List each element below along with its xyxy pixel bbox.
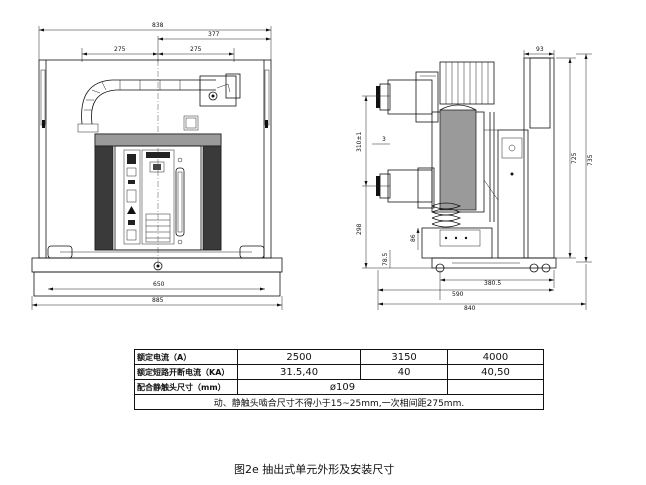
table-cell: ø109 [237,379,448,395]
dim-840: 840 [464,305,476,312]
dim-650: 650 [153,281,165,288]
table-cell: 40,50 [447,364,544,380]
dim-885: 885 [152,297,164,304]
table-cell: 31.5,40 [236,364,362,380]
table-cell: 2500 [236,349,362,365]
table-cell: 40 [360,364,448,380]
row-header-breaking-current: 额定短路开断电流（KA） [134,364,238,380]
dim-78-5: 78.5 [382,252,389,266]
dim-377: 377 [208,31,220,38]
table-row: 额定电流（A） 2500 3150 4000 [134,349,544,365]
table-cell: 3150 [360,349,448,365]
dim-310: 310±1 [356,132,363,152]
table-cell: 4000 [447,349,544,365]
side-view: 93 725 735 310±1 3 298 86 78.5 [356,46,594,312]
table-row: 额定短路开断电流（KA） 31.5,40 40 40,50 [134,364,544,380]
dim-590: 590 [452,291,464,298]
front-view: 838 377 275 275 [31,22,283,310]
dim-86: 86 [410,234,417,242]
dim-298: 298 [356,223,363,235]
dim-725: 725 [571,152,578,164]
table-row: 动、静触头啮合尺寸不得小于15~25mm,一次相间距275mm. [134,394,544,410]
table-row: 配合静触头尺寸（mm） ø109 [134,379,544,395]
dim-838: 838 [152,22,164,29]
radiator-fins [445,62,489,104]
dim-3: 3 [382,136,386,143]
spec-table: 额定电流（A） 2500 3150 4000 额定短路开断电流（KA） 31.5… [134,349,544,410]
table-cell-empty [447,379,544,395]
dim-380-5: 380.5 [484,280,501,287]
figure-caption: 图2e 抽出式单元外形及安装尺寸 [234,463,395,476]
dim-275-right: 275 [190,46,202,53]
dim-93: 93 [536,46,544,53]
row-header-rated-current: 额定电流（A） [134,349,238,365]
spring-coil [431,202,462,228]
dim-275-left: 275 [114,46,126,53]
technical-drawing: 838 377 275 275 [31,22,594,312]
dim-735: 735 [587,154,594,166]
row-header-contact-size: 配合静触头尺寸（mm） [134,379,238,395]
table-note: 动、静触头啮合尺寸不得小于15~25mm,一次相间距275mm. [134,394,544,410]
